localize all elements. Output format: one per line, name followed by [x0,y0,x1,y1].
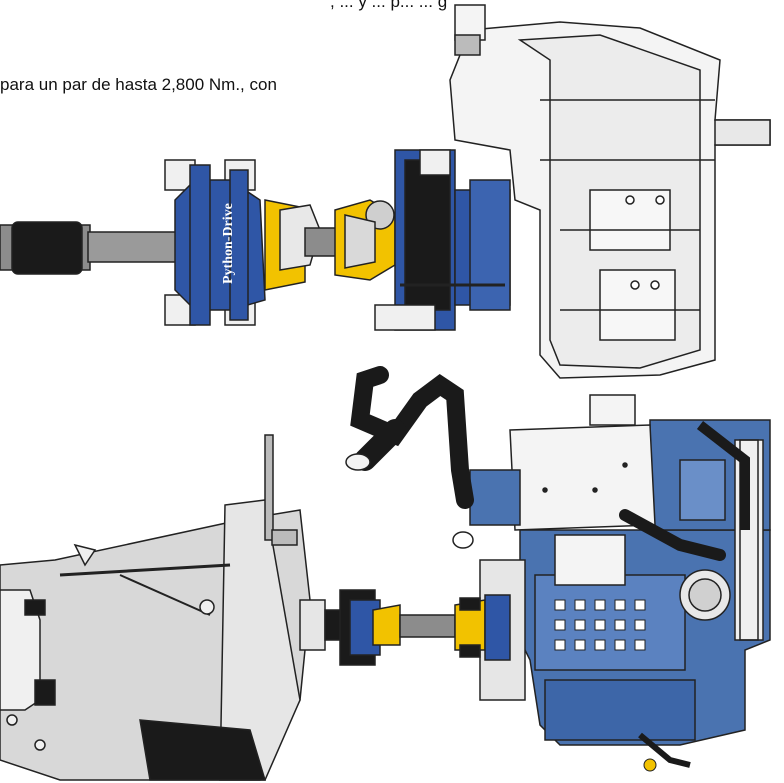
caption-top-fragment: , ... y ... p... ... g [330,0,448,11]
coupling-brand-label: Python-Drive [221,203,236,284]
intake-hose [345,366,750,768]
bottom-driveshaft [324,589,511,666]
top-coupling-flange-right [374,149,511,331]
top-coupling-flange-left [164,159,266,326]
gearbox-housing [449,4,771,379]
top-driveshaft [0,221,179,275]
top-universal-joint [264,199,396,291]
fitting-icon [643,758,657,772]
caption-text: para un par de hasta 2,800 Nm., con [0,75,277,94]
driven-unit-housing [0,434,326,781]
